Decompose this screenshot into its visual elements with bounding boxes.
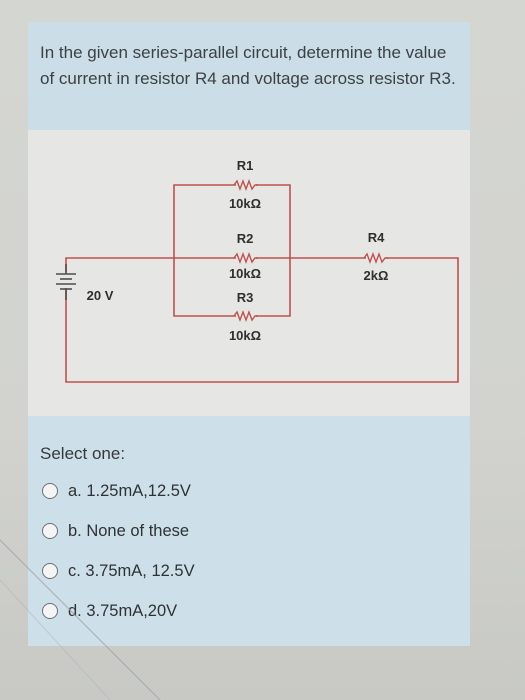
answers-panel: Select one: a. 1.25mA,12.5V b. None of t… <box>28 416 470 646</box>
r3-name: R3 <box>237 290 254 305</box>
option-b-label: b. None of these <box>68 521 190 540</box>
r1-name: R1 <box>237 158 254 173</box>
r1-value: 10kΩ <box>229 196 261 211</box>
r1-zigzag <box>233 179 258 191</box>
option-c-label: c. 3.75mA, 12.5V <box>68 561 195 580</box>
r2-zigzag <box>233 252 258 264</box>
circuit-svg: R1 10kΩ R2 10kΩ R3 10kΩ R4 2kΩ 20 V <box>56 158 459 383</box>
r3-value: 10kΩ <box>229 328 261 343</box>
option-c[interactable]: c. 3.75mA, 12.5V <box>42 558 195 584</box>
circuit-diagram: R1 10kΩ R2 10kΩ R3 10kΩ R4 2kΩ 20 V <box>28 130 470 416</box>
r4-value: 2kΩ <box>364 268 389 283</box>
option-d-label: d. 3.75mA,20V <box>68 601 178 620</box>
select-one-label: Select one: <box>40 444 126 463</box>
option-a-label: a. 1.25mA,12.5V <box>68 481 191 500</box>
option-a[interactable]: a. 1.25mA,12.5V <box>42 478 191 504</box>
r4-zigzag <box>363 252 388 264</box>
battery-symbol <box>56 264 76 300</box>
radio-button-c[interactable] <box>42 563 58 579</box>
radio-button-b[interactable] <box>42 523 58 539</box>
option-d[interactable]: d. 3.75mA,20V <box>42 598 177 624</box>
source-label: 20 V <box>87 288 114 303</box>
radio-button-a[interactable] <box>42 483 58 499</box>
r4-name: R4 <box>368 230 385 245</box>
r2-value: 10kΩ <box>229 266 261 281</box>
r3-zigzag <box>233 310 258 322</box>
option-b[interactable]: b. None of these <box>42 518 189 544</box>
radio-button-d[interactable] <box>42 603 58 619</box>
question-text: In the given series-parallel circuit, de… <box>40 43 456 88</box>
question-panel: In the given series-parallel circuit, de… <box>28 22 470 130</box>
r2-name: R2 <box>237 231 254 246</box>
